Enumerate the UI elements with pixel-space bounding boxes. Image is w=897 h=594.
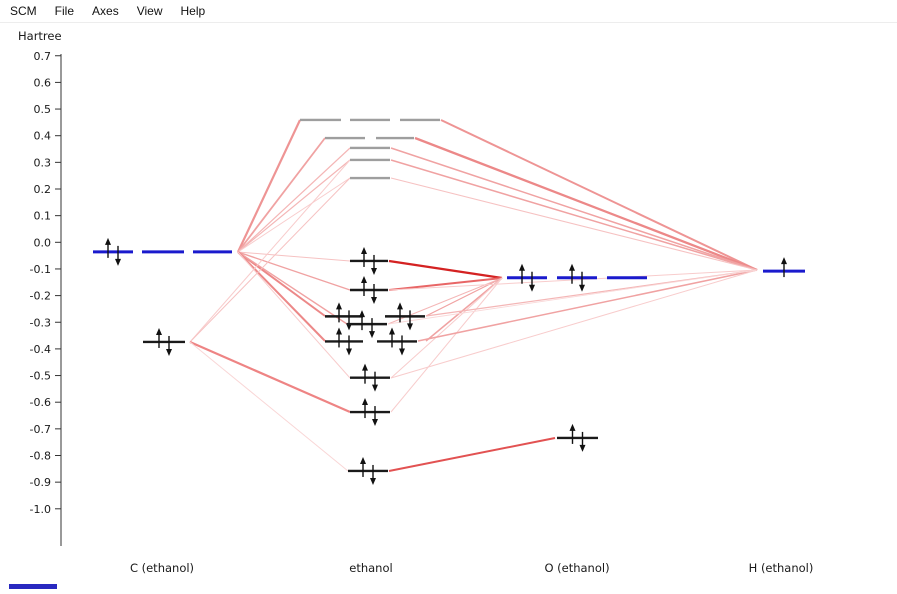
y-axis-tick-label: 0.0 [34, 236, 52, 249]
menu-help[interactable]: Help [180, 4, 206, 18]
spin-down-arrow-head [399, 348, 405, 356]
menu-view[interactable]: View [136, 4, 163, 18]
spin-up-arrow-head [569, 263, 575, 271]
y-axis-tick-label: -0.1 [30, 263, 51, 276]
spin-down-arrow-head [346, 348, 352, 356]
y-axis-tick-label: -0.8 [30, 450, 51, 463]
spin-up-arrow-head [569, 423, 576, 431]
spin-up-arrow-head [336, 327, 342, 335]
y-axis-tick-label: -0.3 [30, 316, 51, 329]
menu-scm[interactable]: SCM [10, 4, 37, 18]
spin-down-arrow-head [115, 258, 121, 266]
column-label: H (ethanol) [749, 561, 814, 575]
orbital-interaction-line [417, 269, 758, 342]
orbital-interaction-line [390, 277, 503, 379]
menu-bar: SCM File Axes View Help [0, 0, 897, 23]
spin-down-arrow-head [529, 284, 535, 292]
y-axis-title: Hartree [18, 29, 62, 43]
spin-up-arrow-head [156, 327, 162, 335]
orbital-interaction-line [189, 159, 351, 343]
y-axis-tick-label: 0.6 [34, 76, 52, 89]
y-axis-tick-label: 0.2 [34, 183, 52, 196]
orbital-interaction-line [189, 340, 351, 414]
spin-down-arrow-head [579, 284, 585, 292]
spin-up-arrow-head [361, 276, 367, 284]
menu-axes[interactable]: Axes [92, 4, 119, 18]
orbital-interaction-line [388, 259, 503, 280]
orbital-interaction-line [390, 269, 758, 379]
orbital-interaction-line [189, 177, 351, 343]
y-axis-tick-label: -0.2 [30, 290, 51, 303]
orbital-interaction-line [440, 119, 758, 271]
spin-up-arrow-head [105, 237, 111, 245]
orbital-interaction-line [237, 251, 326, 317]
spin-down-arrow-head [166, 348, 172, 356]
spin-down-arrow-head [371, 297, 377, 305]
spin-down-arrow-head [371, 267, 377, 275]
y-axis-tick-label: -0.6 [30, 396, 51, 409]
spin-up-arrow-head [519, 263, 525, 271]
spin-up-arrow-head [397, 302, 403, 310]
spin-up-arrow-head [360, 456, 366, 464]
y-axis-tick-label: 0.1 [34, 210, 52, 223]
y-axis-tick-label: -0.5 [30, 370, 51, 383]
y-axis-tick-label: 0.3 [34, 156, 52, 169]
spin-up-arrow-head [362, 363, 368, 371]
spin-down-arrow-head [579, 444, 586, 452]
spin-up-arrow-head [389, 327, 395, 335]
orbital-interaction-line [425, 277, 503, 342]
orbital-interaction-line [390, 177, 758, 271]
y-axis-tick-label: 0.7 [34, 50, 52, 63]
spin-down-arrow-head [370, 477, 376, 485]
orbital-interaction-line [390, 277, 503, 413]
orbital-interaction-line [390, 159, 758, 271]
spin-up-arrow-head [359, 310, 365, 318]
orbital-interaction-line [237, 177, 351, 253]
column-label: O (ethanol) [544, 561, 609, 575]
bottom-left-blue-fragment [9, 584, 57, 589]
spin-down-arrow-head [407, 323, 413, 331]
orbital-interaction-line [237, 251, 351, 262]
menu-file[interactable]: File [54, 4, 75, 18]
spin-up-arrow-head [781, 257, 787, 265]
orbital-interaction-line [387, 269, 758, 325]
orbital-interaction-line [237, 251, 351, 291]
spin-up-arrow-head [361, 246, 367, 254]
y-axis-tick-label: 0.4 [34, 130, 52, 143]
orbital-interaction-line [388, 277, 503, 291]
y-axis-tick-label: -0.7 [30, 423, 51, 436]
orbital-interaction-line [390, 147, 758, 271]
y-axis-tick-label: -0.9 [30, 476, 51, 489]
column-label: C (ethanol) [130, 561, 194, 575]
column-label: ethanol [349, 561, 392, 575]
spin-up-arrow-head [336, 302, 342, 310]
orbital-interaction-line [388, 269, 758, 291]
orbital-interaction-line [388, 437, 556, 472]
spin-down-arrow-head [369, 331, 375, 339]
orbital-interaction-line [237, 137, 326, 253]
orbital-interaction-line [237, 147, 351, 253]
orbital-interaction-line [237, 159, 351, 253]
y-axis-tick-label: 0.5 [34, 103, 52, 116]
spin-down-arrow-head [372, 419, 378, 427]
spin-up-arrow-head [362, 398, 368, 406]
orbital-interaction-line [237, 251, 326, 342]
orbital-interaction-line [237, 251, 348, 325]
y-axis-tick-label: -0.4 [30, 343, 51, 356]
orbital-interaction-line [414, 136, 758, 272]
spin-down-arrow-head [372, 384, 378, 392]
orbital-interaction-line [189, 341, 349, 472]
orbital-interaction-line [237, 119, 301, 253]
y-axis-tick-label: -1.0 [30, 503, 51, 516]
